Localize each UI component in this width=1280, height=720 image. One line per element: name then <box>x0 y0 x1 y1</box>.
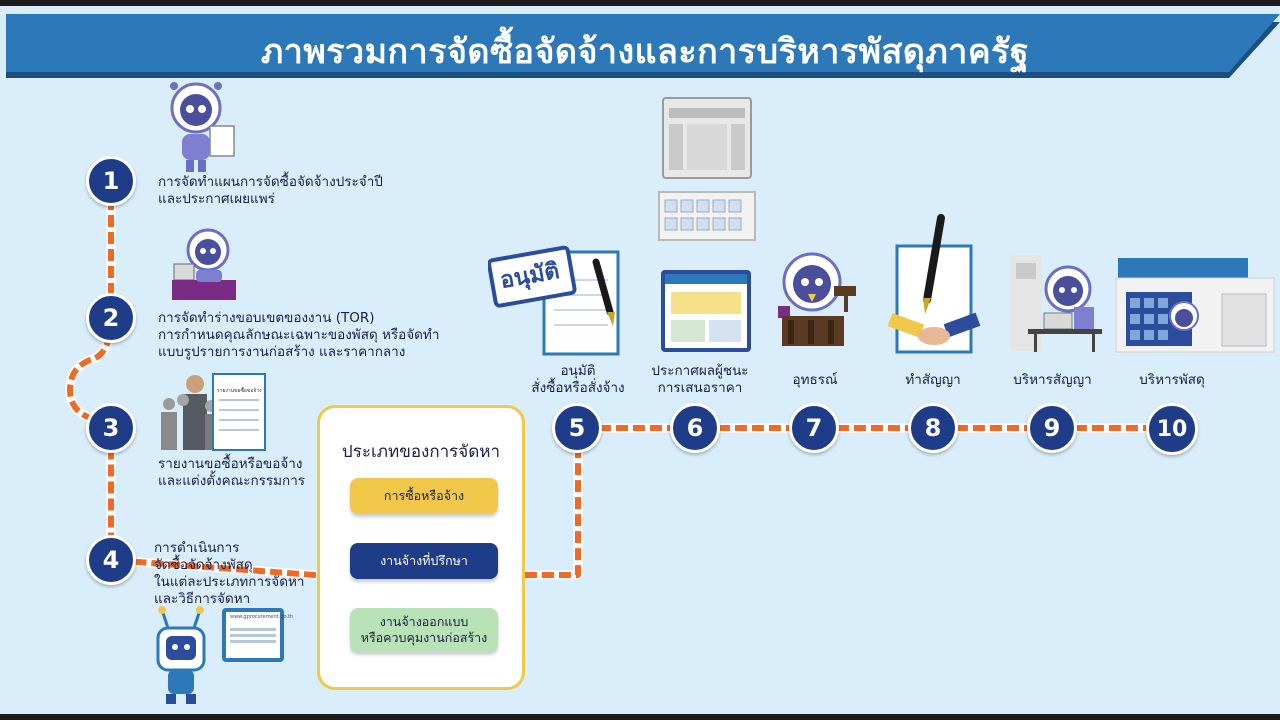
approval-stamp-icon <box>488 245 620 356</box>
committee-document-icon <box>161 373 266 451</box>
step-2-label: การจัดทำร่างขอบเขตของงาน (TOR)การกำหนดคุ… <box>158 310 440 360</box>
type-consultant-hire: งานจ้างที่ปรึกษา <box>350 543 498 579</box>
step-7-marker: 7 <box>789 403 839 453</box>
step-3-label: รายงานขอซื้อหรือขอจ้างและแต่งตั้งคณะกรรม… <box>158 456 306 489</box>
type-purchase-or-hire: การซื้อหรือจ้าง <box>350 478 498 514</box>
contract-signing-icon <box>887 214 981 354</box>
top-border <box>0 0 1280 6</box>
step-9-label: บริหารสัญญา <box>1013 372 1092 388</box>
step-5-label: อนุมัติสั่งซื้อหรือสั่งจ้าง <box>531 363 625 396</box>
step-4-marker: 4 <box>86 535 136 585</box>
step-7-label: อุทธรณ์ <box>792 372 838 388</box>
warehouse-icon <box>1115 258 1275 353</box>
step-8-label: ทำสัญญา <box>905 372 961 388</box>
step-6-label: ประกาศผลผู้ชนะการเสนอราคา <box>651 363 749 396</box>
procurement-types-panel: ประเภทของการจัดหา การซื้อหรือจ้าง งานจ้า… <box>317 405 525 690</box>
step-9-marker: 9 <box>1027 403 1077 453</box>
announcement-screens-icon <box>658 97 756 352</box>
step-1-marker: 1 <box>86 156 136 206</box>
step-4-label: การดำเนินการจัดซื้อจัดจ้างพัสดุในแต่ละปร… <box>154 540 305 607</box>
mascot-contract-management-icon <box>1010 255 1102 352</box>
mascot-appeal-icon <box>778 252 856 346</box>
report-doc-caption: รายงานขอซื้อขอจ้าง <box>217 388 262 394</box>
step-2-marker: 2 <box>86 293 136 343</box>
type-design-supervision: งานจ้างออกแบบ หรือควบคุมงานก่อสร้าง <box>350 608 498 652</box>
website-caption: www.gprocurement.go.th <box>230 614 294 620</box>
bottom-border <box>0 714 1280 720</box>
step-10-label: บริหารพัสดุ <box>1139 372 1205 388</box>
step-3-marker: 3 <box>86 403 136 453</box>
page-title: ภาพรวมการจัดซื้อจัดจ้างและการบริหารพัสดุ… <box>260 32 1030 72</box>
mascot-website-icon <box>156 606 284 704</box>
mascot-laptop-icon <box>172 228 236 300</box>
mascot-clipboard-icon <box>170 82 235 172</box>
procurement-types-title: ประเภทของการจัดหา <box>341 442 501 462</box>
step-1-label: การจัดทำแผนการจัดซื้อจัดจ้างประจำปีและปร… <box>158 174 383 207</box>
step-10-marker: 10 <box>1146 403 1198 455</box>
step-6-marker: 6 <box>670 403 720 453</box>
title-banner <box>6 14 1280 72</box>
step-5-marker: 5 <box>552 403 602 453</box>
step-8-marker: 8 <box>908 403 958 453</box>
